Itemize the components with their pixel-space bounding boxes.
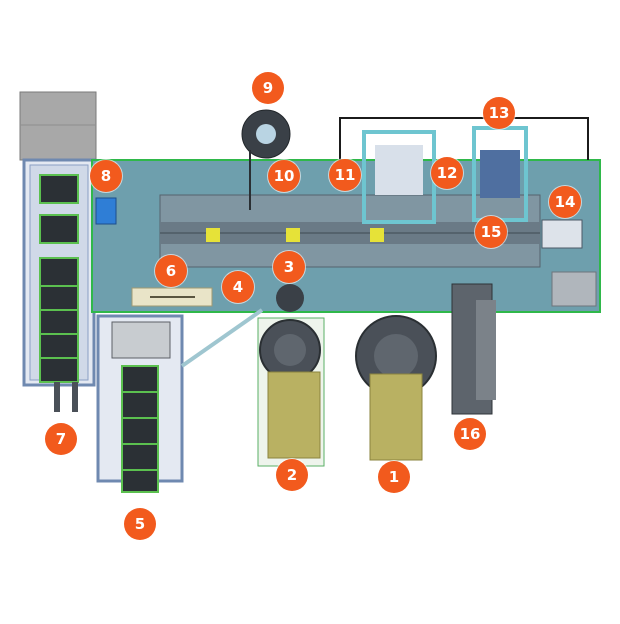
- station-2-hopper: [267, 371, 321, 459]
- control-cabinet: [19, 91, 97, 161]
- right-side-box: [551, 271, 597, 307]
- station-marker: 7: [45, 423, 77, 455]
- station-marker: 9: [252, 72, 284, 104]
- station-marker: 6: [155, 255, 187, 287]
- yellow-block: [370, 228, 384, 242]
- station-3-small-reel: [276, 284, 304, 312]
- yellow-block: [206, 228, 220, 242]
- station-marker: 10: [268, 160, 300, 192]
- yellow-block: [286, 228, 300, 242]
- station-marker: 1: [378, 461, 410, 493]
- station-marker: 3: [273, 251, 305, 283]
- station-marker: 4: [222, 271, 254, 303]
- top-cable-loop: [339, 117, 589, 160]
- station-marker: 13: [483, 97, 515, 129]
- station-14-unit: [541, 219, 583, 249]
- station-marker: 8: [90, 160, 122, 192]
- left-conveyor-trays: [39, 174, 79, 383]
- station-5-trays: [121, 365, 159, 493]
- station-8-unit: [95, 197, 117, 225]
- station-marker: 5: [124, 508, 156, 540]
- station-marker: 16: [454, 418, 486, 450]
- station-marker: 11: [329, 159, 361, 191]
- station-marker: 14: [549, 186, 581, 218]
- station-marker: 12: [431, 157, 463, 189]
- station-marker: 2: [276, 459, 308, 491]
- station-1-hopper: [369, 373, 423, 461]
- station-marker: 15: [475, 216, 507, 248]
